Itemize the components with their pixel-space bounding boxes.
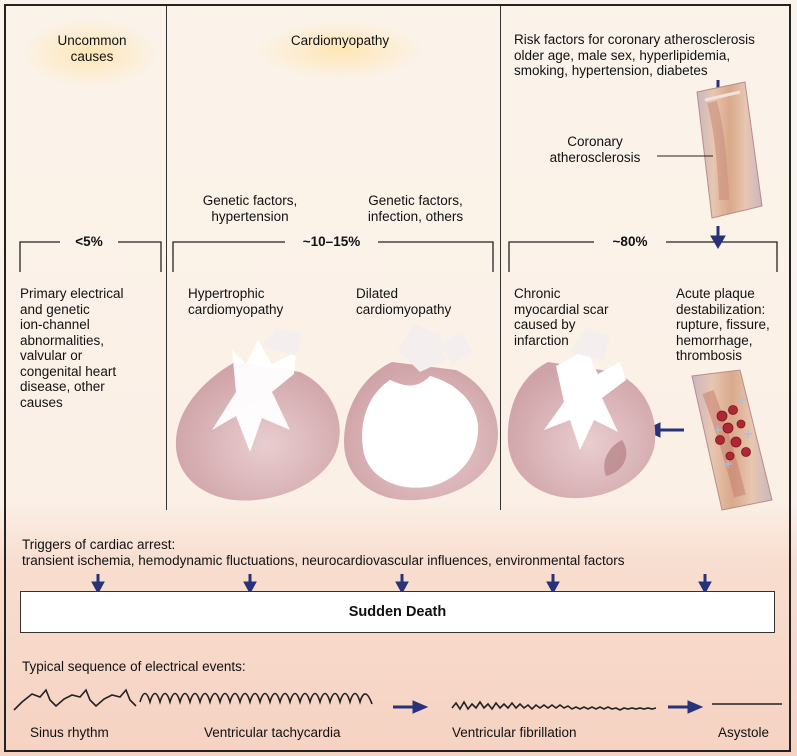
thrombosed-vessel: [692, 370, 772, 510]
uncommon-causes-description: Primary electrical and genetic ion-chann…: [20, 286, 165, 410]
stage-asystole: Asystole: [718, 725, 788, 741]
coronary-atherosclerosis-label: Coronary atherosclerosis: [534, 134, 656, 165]
sudden-death-label: Sudden Death: [21, 604, 774, 620]
cardiomyopathy-factors-right: Genetic factors, infection, others: [338, 193, 493, 224]
stage-sinus-rhythm: Sinus rhythm: [30, 725, 150, 741]
uncommon-causes-percent: <5%: [60, 234, 118, 250]
atherosclerotic-vessel: [657, 82, 762, 218]
hypertrophic-heart-illustration: [176, 328, 340, 501]
coronary-percent: ~80%: [594, 234, 666, 250]
stage-ventricular-fibrillation: Ventricular fibrillation: [452, 725, 632, 741]
cardiomyopathy-heading: Cardiomyopathy: [250, 33, 430, 49]
triggers-list: transient ischemia, hemodynamic fluctuat…: [22, 553, 792, 569]
ecg-ventricular-tachycardia: [140, 694, 372, 705]
ecg-sinus-rhythm: [14, 690, 136, 710]
triggers-title: Triggers of cardiac arrest:: [22, 537, 782, 553]
arrow-vf-to-asystole: [668, 701, 702, 713]
coronary-risk-factors: Risk factors for coronary atherosclerosi…: [514, 32, 796, 79]
arrow-vt-to-vf: [393, 701, 427, 713]
sudden-death-box: Sudden Death: [20, 591, 775, 633]
arrow-vessel-to-bracket: [711, 226, 725, 248]
uncommon-causes-heading: Uncommon causes: [22, 33, 162, 64]
electrical-sequence-title: Typical sequence of electrical events:: [22, 659, 422, 675]
chronic-myocardial-scar-label: Chronic myocardial scar caused by infarc…: [514, 286, 664, 348]
cardiomyopathy-percent: ~10–15%: [285, 234, 378, 250]
dilated-heart-illustration: [344, 324, 498, 500]
acute-plaque-destabilization-label: Acute plaque destabilization: rupture, f…: [676, 286, 794, 364]
ecg-ventricular-fibrillation: [452, 702, 656, 710]
dilated-cardiomyopathy-label: Dilated cardiomyopathy: [356, 286, 496, 317]
hypertrophic-cardiomyopathy-label: Hypertrophic cardiomyopathy: [188, 286, 338, 317]
scarred-heart-illustration: [508, 328, 655, 498]
stage-ventricular-tachycardia: Ventricular tachycardia: [204, 725, 384, 741]
cardiomyopathy-factors-left: Genetic factors, hypertension: [176, 193, 324, 224]
